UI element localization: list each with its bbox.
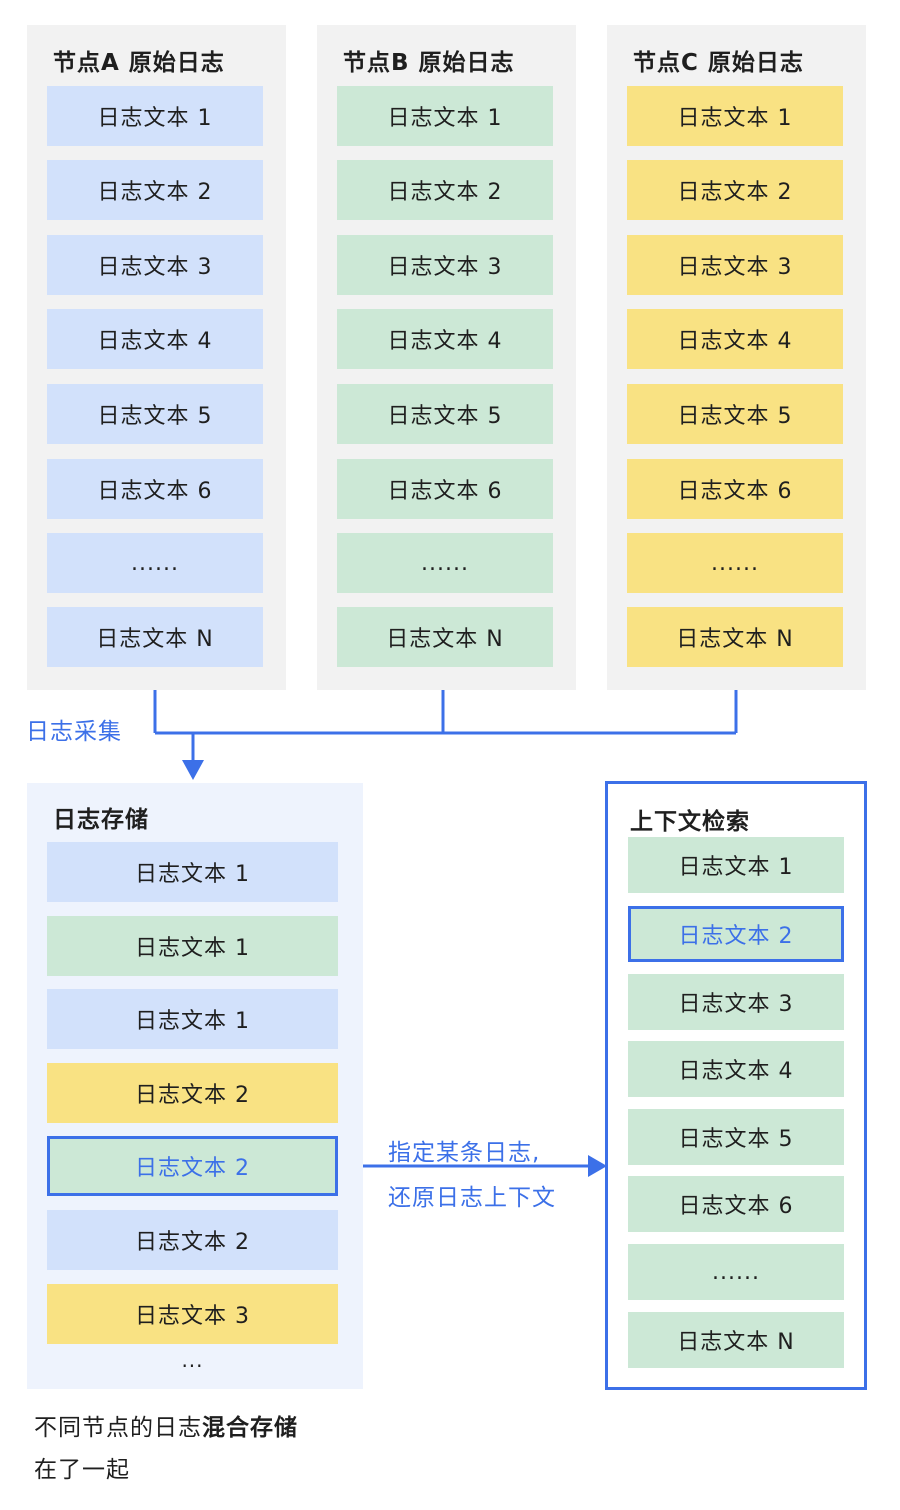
- caption-line2: 在了一起: [34, 1457, 130, 1483]
- node-a-log-item: 日志文本 3: [47, 235, 263, 295]
- node-a-log-item: ......: [47, 533, 263, 593]
- node-a-log-item: 日志文本 2: [47, 160, 263, 220]
- context-log-item: 日志文本 6: [628, 1176, 844, 1232]
- storage-log-item: 日志文本 2: [47, 1063, 338, 1123]
- context-log-item-highlighted: 日志文本 2: [628, 906, 844, 962]
- context-label-line1: 指定某条日志,: [388, 1140, 541, 1166]
- context-arrow-head: [588, 1155, 607, 1177]
- node-b-log-item: ......: [337, 533, 553, 593]
- node-c-log-item: 日志文本 2: [627, 160, 843, 220]
- node-c-log-item: 日志文本 6: [627, 459, 843, 519]
- node-b-log-item: 日志文本 4: [337, 309, 553, 369]
- node-a-panel: 节点A 原始日志 日志文本 1 日志文本 2 日志文本 3 日志文本 4 日志文…: [27, 25, 286, 690]
- node-c-log-item: 日志文本 3: [627, 235, 843, 295]
- context-log-item: 日志文本 N: [628, 1312, 844, 1368]
- node-a-log-item: 日志文本 1: [47, 86, 263, 146]
- caption-line1-bold: 混合存储: [202, 1415, 298, 1441]
- node-b-title: 节点B 原始日志: [343, 50, 515, 76]
- node-b-log-item: 日志文本 3: [337, 235, 553, 295]
- context-search-title: 上下文检索: [630, 809, 750, 835]
- context-log-item: 日志文本 5: [628, 1109, 844, 1165]
- storage-log-item: 日志文本 2: [47, 1210, 338, 1270]
- node-a-log-item: 日志文本 4: [47, 309, 263, 369]
- node-b-log-item: 日志文本 1: [337, 86, 553, 146]
- node-b-panel: 节点B 原始日志 日志文本 1 日志文本 2 日志文本 3 日志文本 4 日志文…: [317, 25, 576, 690]
- node-b-log-item: 日志文本 N: [337, 607, 553, 667]
- storage-log-item: 日志文本 3: [47, 1284, 338, 1344]
- context-log-item: 日志文本 1: [628, 837, 844, 893]
- node-b-log-item: 日志文本 2: [337, 160, 553, 220]
- node-a-title: 节点A 原始日志: [53, 50, 225, 76]
- caption-line1-prefix: 不同节点的日志: [34, 1415, 202, 1441]
- node-c-log-item: 日志文本 5: [627, 384, 843, 444]
- storage-panel: 日志存储 日志文本 1 日志文本 1 日志文本 1 日志文本 2 日志文本 2 …: [27, 783, 363, 1389]
- node-c-log-item: 日志文本 N: [627, 607, 843, 667]
- node-b-log-item: 日志文本 6: [337, 459, 553, 519]
- context-label-line2: 还原日志上下文: [388, 1185, 556, 1211]
- context-log-item: 日志文本 3: [628, 974, 844, 1030]
- node-c-log-item: ......: [627, 533, 843, 593]
- context-log-item: ......: [628, 1244, 844, 1300]
- storage-more-indicator: ...: [181, 1348, 204, 1372]
- node-a-log-item: 日志文本 5: [47, 384, 263, 444]
- context-log-item: 日志文本 4: [628, 1041, 844, 1097]
- collect-label: 日志采集: [26, 719, 122, 745]
- storage-log-item-highlighted: 日志文本 2: [47, 1136, 338, 1196]
- node-a-log-item: 日志文本 6: [47, 459, 263, 519]
- node-c-panel: 节点C 原始日志 日志文本 1 日志文本 2 日志文本 3 日志文本 4 日志文…: [607, 25, 866, 690]
- storage-log-item: 日志文本 1: [47, 916, 338, 976]
- storage-log-item: 日志文本 1: [47, 989, 338, 1049]
- node-b-log-item: 日志文本 5: [337, 384, 553, 444]
- storage-title: 日志存储: [53, 807, 149, 833]
- node-c-title: 节点C 原始日志: [633, 50, 804, 76]
- collect-arrow-head: [182, 760, 204, 780]
- caption-line1: 不同节点的日志混合存储: [34, 1408, 298, 1442]
- node-a-log-item: 日志文本 N: [47, 607, 263, 667]
- node-c-log-item: 日志文本 4: [627, 309, 843, 369]
- context-search-panel: 上下文检索 日志文本 1 日志文本 2 日志文本 3 日志文本 4 日志文本 5…: [605, 781, 867, 1390]
- node-c-log-item: 日志文本 1: [627, 86, 843, 146]
- storage-log-item: 日志文本 1: [47, 842, 338, 902]
